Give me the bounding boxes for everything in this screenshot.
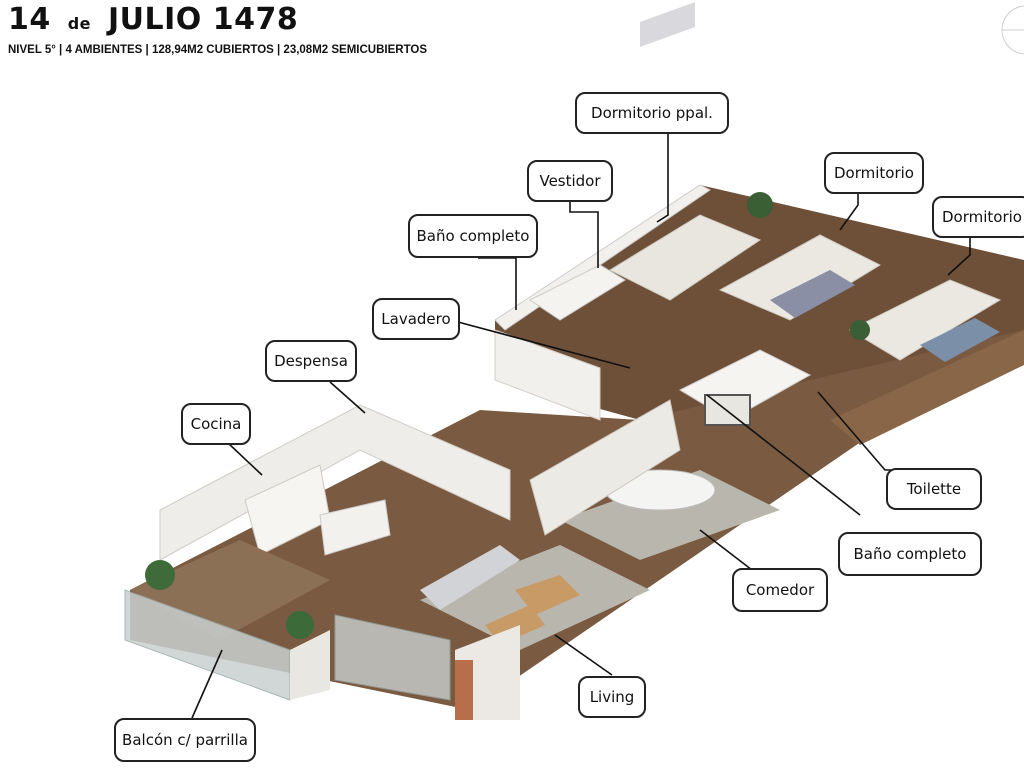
bed-3 <box>920 318 1000 362</box>
terrace-right <box>830 330 1024 445</box>
leader-lavadero <box>457 321 631 369</box>
plant-living <box>286 611 314 639</box>
label-cocina: Cocina <box>181 403 251 445</box>
header: 14 de JULIO 1478 NIVEL 5° | 4 AMBIENTES … <box>8 2 427 56</box>
plant-balcony <box>145 560 175 590</box>
label-bano-completo-2: Baño completo <box>838 532 982 576</box>
title-street: JULIO 1478 <box>107 2 299 37</box>
leader-bano-2 <box>706 394 861 516</box>
leader-despensa <box>329 381 366 414</box>
leader-bano-1 <box>478 257 517 310</box>
label-dormitorio-1: Dormitorio <box>824 152 924 194</box>
leader-cocina <box>227 442 263 476</box>
kitchen-island <box>319 499 391 556</box>
page-subtitle: NIVEL 5° | 4 AMBIENTES | 128,94M2 CUBIER… <box>8 44 428 56</box>
balcony-glass-2 <box>334 614 451 701</box>
coffee-table <box>515 575 580 615</box>
label-toilette: Toilette <box>886 468 982 510</box>
bedroom-3-walls <box>848 279 1002 361</box>
label-lavadero: Lavadero <box>372 298 460 340</box>
label-dormitorio-2: Dormitorio <box>932 196 1024 238</box>
brick-column <box>455 660 473 720</box>
page-title: 14 de JULIO 1478 <box>8 2 427 42</box>
wall-front-bedrooms <box>494 329 601 421</box>
sofa <box>420 545 520 610</box>
plant-top <box>747 192 773 218</box>
label-despensa: Despensa <box>265 340 357 382</box>
bed-2 <box>770 270 855 318</box>
bedroom-ppal <box>608 214 762 301</box>
label-living: Living <box>578 676 646 718</box>
compass-icon <box>1001 5 1024 55</box>
leader-vestidor <box>569 201 599 268</box>
title-number: 14 <box>8 2 51 37</box>
leader-living <box>554 634 613 676</box>
leader-comedor <box>699 529 753 571</box>
bathroom-block <box>529 264 626 321</box>
leader-dormitorio-1 <box>839 192 859 231</box>
bedroom-2-walls <box>718 234 882 321</box>
title-connector: de <box>67 14 92 33</box>
plant-bedroom <box>850 320 870 340</box>
sideboard-wall <box>529 399 681 536</box>
leader-dormitorio-ppal <box>656 133 669 223</box>
label-vestidor: Vestidor <box>527 160 613 202</box>
leader-dormitorio-2 <box>947 235 971 276</box>
label-dormitorio-ppal: Dormitorio ppal. <box>575 92 729 134</box>
label-comedor: Comedor <box>732 568 828 612</box>
label-balcon: Balcón c/ parrilla <box>114 718 256 762</box>
front-wall <box>290 630 330 700</box>
bed-ppal <box>640 2 695 48</box>
label-bano-completo-1: Baño completo <box>408 214 538 258</box>
dining-rug <box>560 470 780 560</box>
leader-balcon <box>191 649 223 719</box>
